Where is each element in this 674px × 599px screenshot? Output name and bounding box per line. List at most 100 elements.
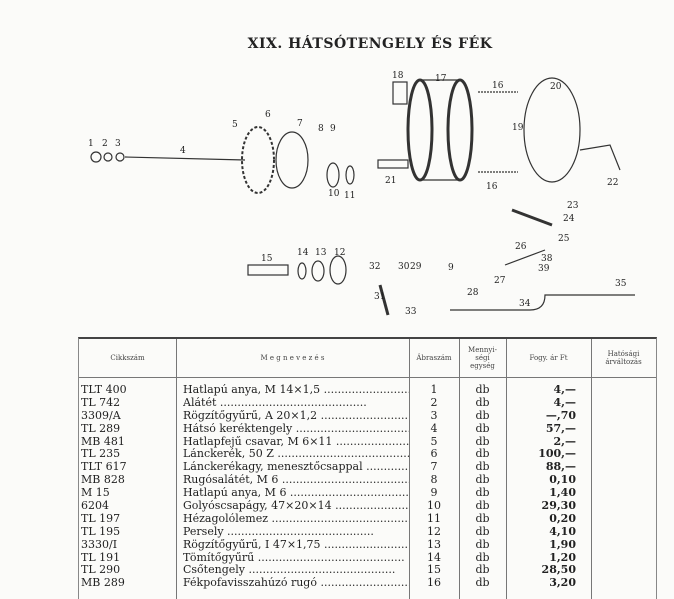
diagram-label: 2	[102, 139, 108, 149]
diagram-label: 33	[405, 307, 417, 317]
unit: db	[475, 486, 490, 500]
price: 1,90	[549, 537, 576, 551]
table-row: TL 191Tömítőgyűrű14db1,20	[79, 550, 656, 565]
figure-number: 8	[430, 473, 438, 487]
part-number: TL 290	[81, 563, 121, 577]
nut	[90, 151, 102, 163]
price: 4,10	[549, 524, 576, 538]
unit: db	[475, 576, 490, 590]
part-name: Rögzítőgyűrű, A 20×1,2	[183, 410, 409, 423]
table-row: MB 481 Hatlapfejű csavar, M 6×11 5 db 2,—	[79, 434, 656, 449]
table-row: TL 195Persely12db4,10	[79, 524, 656, 539]
unit: db	[475, 473, 490, 487]
price: 28,50	[541, 563, 576, 577]
diagram-label: 34	[519, 299, 531, 309]
diagram-label: 21	[385, 176, 396, 186]
part-name: Hatlapú anya, M 14×1,5	[183, 384, 409, 397]
part-number: 6204	[81, 499, 109, 513]
price: 2,—	[553, 434, 576, 448]
diagram-label: 35	[615, 279, 627, 289]
price: 29,30	[541, 499, 576, 513]
unit: db	[475, 383, 490, 396]
part-number: TLT 400	[81, 383, 127, 396]
tube-shaft	[247, 264, 289, 276]
part-number: MB 481	[81, 434, 125, 448]
diagram-label: 39	[538, 264, 550, 274]
diagram-label: 38	[541, 254, 553, 264]
column-divider	[591, 339, 592, 599]
diagram-label: 10	[328, 189, 340, 199]
diagram-label: 31	[374, 292, 385, 302]
price: 0,20	[549, 511, 576, 525]
part-number: MB 828	[81, 473, 125, 487]
diagram-label: 16	[492, 81, 504, 91]
unit: db	[475, 434, 490, 448]
unit: db	[475, 511, 490, 525]
spring	[478, 91, 518, 173]
diagram-label: 11	[344, 191, 355, 201]
washer	[103, 152, 113, 162]
part-number: TL 742	[81, 395, 121, 409]
diagram-label: 28	[467, 288, 479, 298]
figure-number: 11	[427, 511, 441, 525]
diagram-label: 4	[180, 146, 186, 156]
column-divider	[506, 339, 507, 599]
unit: db	[475, 550, 490, 564]
axle-shaft	[124, 156, 246, 161]
part-number: TL 197	[81, 511, 121, 525]
diagram-label: 1	[88, 139, 94, 149]
header-official-price: Hatósági árváltozás	[605, 350, 642, 366]
diagram-label: 12	[334, 248, 345, 258]
diagram-label: 9	[330, 124, 336, 134]
part-number: TL 235	[81, 447, 121, 461]
diagram-label: 22	[607, 178, 618, 188]
header-unit: Mennyi- ségi egység	[468, 346, 497, 370]
figure-number: 16	[427, 576, 441, 590]
table-header: Cikkszám M e g n e v e z é s Ábraszám Me…	[79, 339, 656, 378]
unit: db	[475, 460, 490, 474]
part-name: Hézagolólemez	[183, 513, 409, 526]
header-fig-no: Ábraszám	[416, 354, 452, 362]
cam	[377, 159, 409, 169]
price: 4,—	[553, 395, 576, 409]
part-name: Fékpofavisszahúzó rugó	[183, 577, 409, 590]
part-name: Tömítőgyűrű	[183, 552, 409, 565]
figure-number: 5	[430, 434, 438, 448]
diagram-label: 3	[115, 139, 121, 149]
diagram-label: 9	[448, 263, 454, 273]
part-name: Rögzítőgyűrű, I 47×1,75	[183, 539, 409, 552]
unit: db	[475, 421, 490, 435]
price: 100,—	[538, 447, 576, 461]
bearing	[326, 162, 340, 188]
part-name: Hátsó keréktengely	[183, 423, 409, 436]
price: 4,—	[553, 383, 576, 396]
circlip	[115, 152, 125, 162]
part-number: 3309/A	[81, 408, 121, 422]
unit: db	[475, 524, 490, 538]
page-title: XIX. HÁTSÓTENGELY ÉS FÉK	[247, 36, 493, 52]
part-name: Hatlapfejű csavar, M 6×11	[183, 436, 409, 449]
figure-number: 4	[430, 421, 438, 435]
column-divider	[409, 339, 410, 599]
part-number: TLT 617	[81, 460, 127, 474]
price: 57,—	[545, 421, 576, 435]
bolt	[392, 81, 408, 105]
part-name: Lánckerék, 50 Z	[183, 448, 409, 461]
brake-shoe	[406, 78, 434, 182]
column-divider	[459, 339, 460, 599]
brake-plate	[523, 77, 581, 183]
figure-number: 9	[430, 486, 438, 500]
part-name: Csőtengely	[183, 564, 409, 577]
diagram-label: 7	[297, 119, 303, 129]
figure-number: 12	[427, 524, 441, 538]
part-number: MB 289	[81, 576, 125, 590]
price: 1,40	[549, 486, 576, 500]
diagram-label: 20	[550, 82, 562, 92]
